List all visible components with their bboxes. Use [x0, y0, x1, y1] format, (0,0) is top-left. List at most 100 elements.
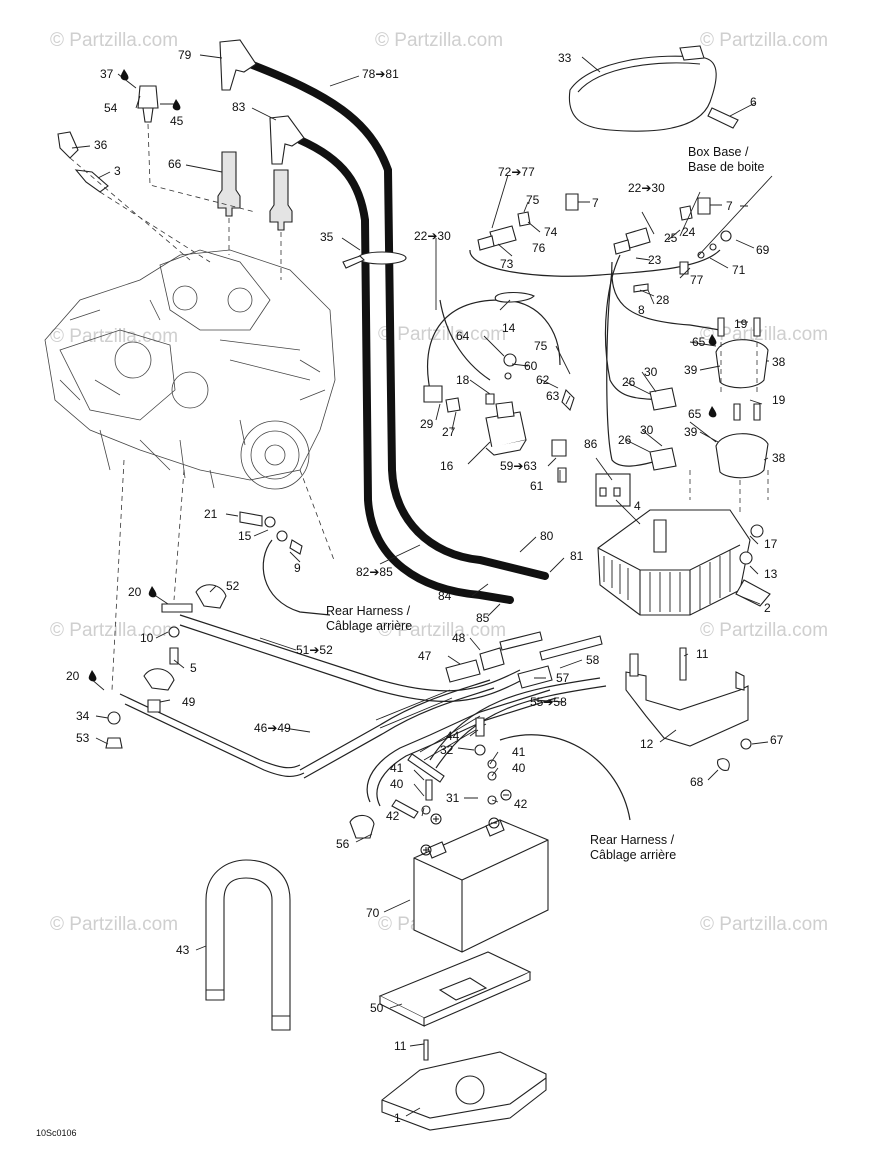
callout: 36	[94, 138, 108, 152]
callout: 60	[524, 359, 538, 373]
terminal-icons	[420, 789, 512, 856]
callout: 80	[540, 529, 554, 543]
callout: 21	[204, 507, 218, 521]
callout: 78➔81	[362, 67, 399, 81]
callout: 39	[684, 363, 698, 377]
note-rear-harness-upper-line2: Câblage arrière	[326, 619, 412, 633]
callout: 24	[682, 225, 696, 239]
battery	[413, 819, 549, 953]
callout: 72➔77	[498, 165, 535, 179]
callout: 5	[190, 661, 197, 675]
watermark: © Partzilla.com	[700, 620, 828, 641]
callout: 77	[690, 273, 704, 287]
drop-icon	[172, 99, 181, 111]
callout: 44	[446, 729, 460, 743]
callout: 69	[756, 243, 770, 257]
callout: 38	[772, 451, 786, 465]
callout: 55➔58	[530, 695, 567, 709]
callout: 16	[440, 459, 454, 473]
callout: 65	[692, 335, 706, 349]
callout: 81	[570, 549, 584, 563]
callout: 43	[176, 943, 190, 957]
leader-lines	[71, 54, 769, 1117]
callout: 67	[770, 733, 784, 747]
callout: 42	[386, 809, 400, 823]
callout: 52	[226, 579, 240, 593]
callout: 49	[182, 695, 196, 709]
callout: 59➔63	[500, 459, 537, 473]
note-box-base-line2: Base de boite	[688, 160, 764, 174]
callout: 68	[690, 775, 704, 789]
callout: 41	[390, 761, 404, 775]
callout: 66	[168, 157, 182, 171]
callout: 29	[420, 417, 434, 431]
callout: 70	[366, 906, 380, 920]
callout: 20	[128, 585, 142, 599]
callout: 26	[622, 375, 636, 389]
callout: 50	[370, 1001, 384, 1015]
callout: 54	[104, 101, 118, 115]
callout: 30	[644, 365, 658, 379]
callout: 13	[764, 567, 778, 581]
callout: 62	[536, 373, 550, 387]
callout: 15	[238, 529, 252, 543]
callout: 74	[544, 225, 558, 239]
spark-plug-wires	[217, 39, 549, 604]
watermark: © Partzilla.com	[700, 30, 828, 51]
callout: 35	[320, 230, 334, 244]
callout: 47	[418, 649, 432, 663]
callout: 22➔30	[628, 181, 665, 195]
callout: 25	[664, 231, 678, 245]
callout: 61	[530, 479, 544, 493]
callout: 48	[452, 631, 466, 645]
plus-terminal-icon	[430, 813, 442, 825]
callout: 84	[438, 589, 452, 603]
sensor-parts	[57, 85, 256, 263]
drop-icon	[88, 670, 97, 682]
callout: 76	[532, 241, 546, 255]
fuse-holders	[649, 317, 769, 512]
callout: 86	[584, 437, 598, 451]
callout: 57	[556, 671, 570, 685]
drop-icon	[148, 586, 157, 598]
callout: 6	[750, 95, 757, 109]
diagram-notes: Box Base / Base de boite Rear Harness / …	[36, 145, 764, 1138]
battery-tray	[378, 951, 547, 1131]
solenoid-area	[423, 353, 631, 507]
callout: 71	[732, 263, 746, 277]
watermark: © Partzilla.com	[700, 914, 828, 935]
upper-harness	[426, 175, 773, 467]
callout: 8	[638, 303, 645, 317]
electrical-box	[597, 509, 771, 616]
engine-illustration	[44, 249, 336, 490]
watermark: © Partzilla.com	[378, 324, 506, 345]
callout: 64	[456, 329, 470, 343]
callout: 7	[592, 196, 599, 210]
callout: 38	[772, 355, 786, 369]
callout: 65	[688, 407, 702, 421]
callout: 18	[456, 373, 470, 387]
minus-terminal-icon	[500, 789, 512, 801]
drop-icons	[88, 69, 717, 682]
callout: 75	[534, 339, 548, 353]
callout: 17	[764, 537, 778, 551]
callout: 51➔52	[296, 643, 333, 657]
callout: 58	[586, 653, 600, 667]
callout: 83	[232, 100, 246, 114]
callout: 53	[76, 731, 90, 745]
note-rear-harness-lower-line2: Câblage arrière	[590, 848, 676, 862]
callout: 19	[772, 393, 786, 407]
electrical-box-cover	[568, 45, 739, 132]
callout: 34	[76, 709, 90, 723]
callout: 19	[734, 317, 748, 331]
callout: 2	[764, 601, 771, 615]
watermark: © Partzilla.com	[50, 326, 178, 347]
callout: 82➔85	[356, 565, 393, 579]
callout: 27	[442, 425, 456, 439]
watermark: © Partzilla.com	[50, 620, 178, 641]
callout: 22➔30	[414, 229, 451, 243]
callout: 30	[640, 423, 654, 437]
callout: 14	[502, 321, 516, 335]
drop-icon	[120, 69, 129, 81]
